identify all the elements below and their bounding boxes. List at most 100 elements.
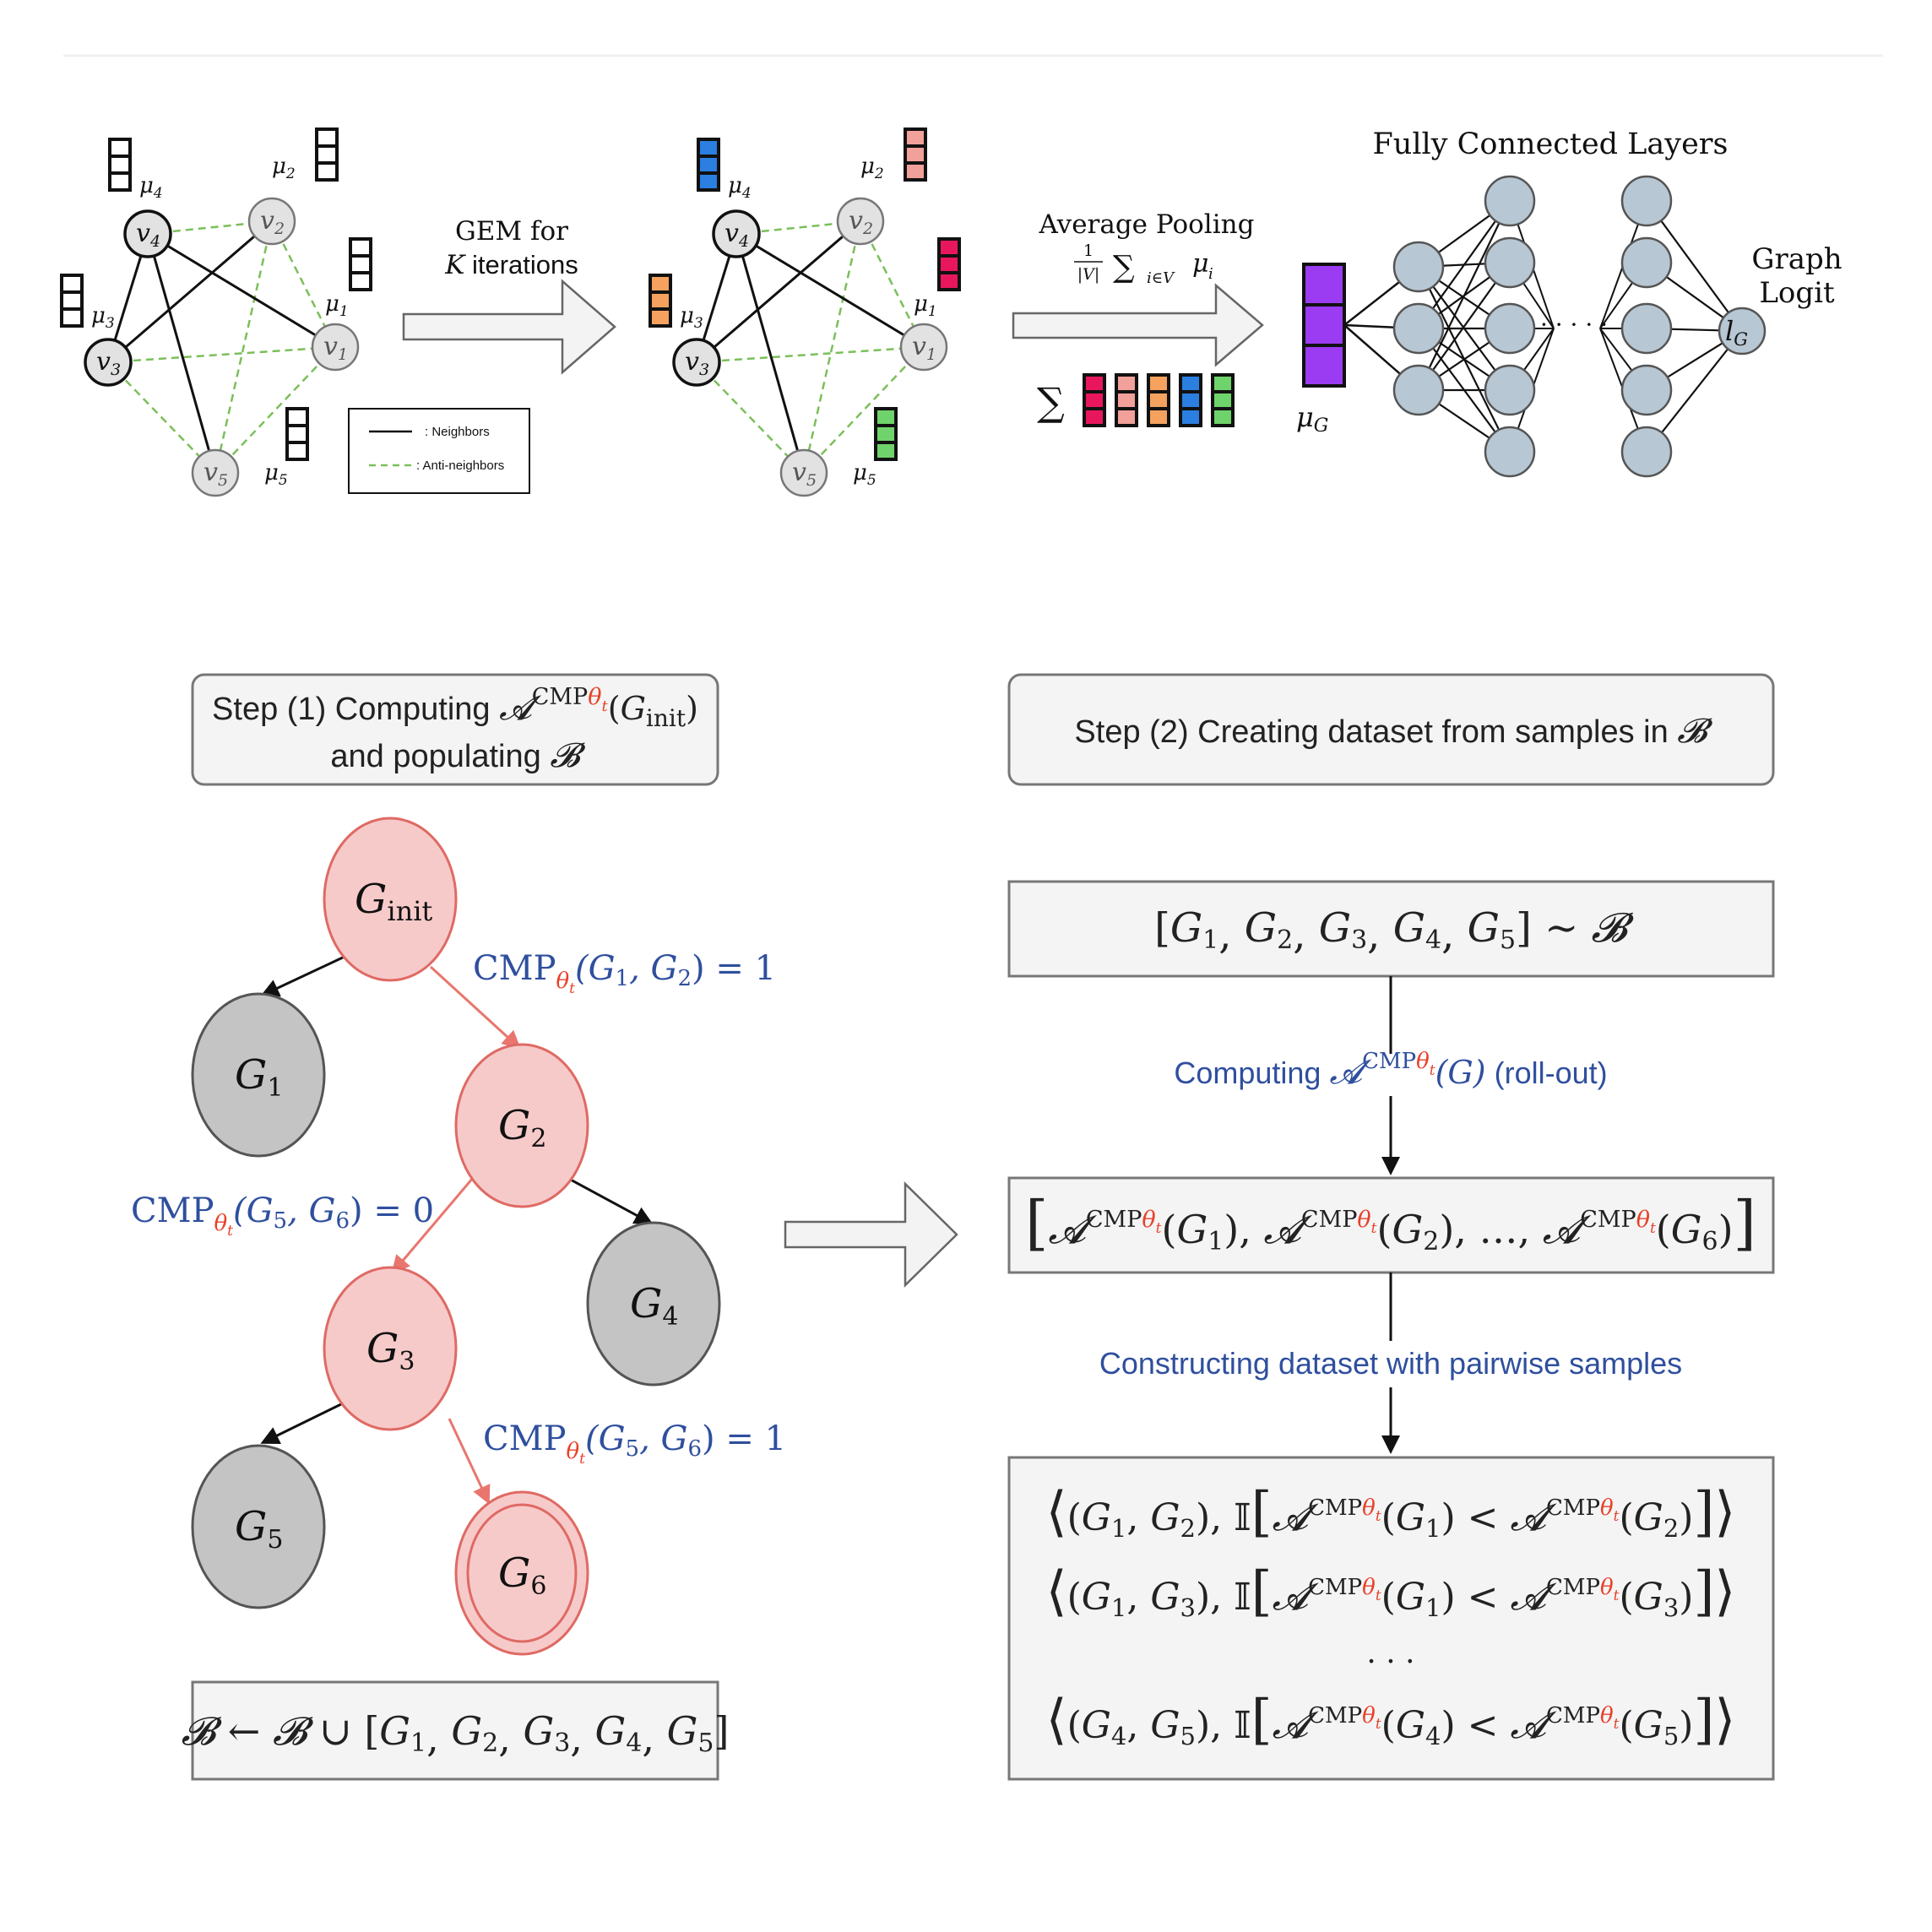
edge-label-cmp-g5-g6-one: CMPθt(G5, G6) = 1 [483, 1419, 786, 1468]
logit-label: lG [1725, 315, 1748, 350]
tree-node-g6-inner [466, 1503, 578, 1643]
embedding-mu4 [697, 138, 720, 192]
graph-logit-line2: Logit [1759, 276, 1835, 310]
neuron [1392, 302, 1445, 355]
pair-row-1: ⟨(G1, G2), 𝕀[𝓐CMPθt(G1) < 𝓐CMPθt(G2)]⟩ [1046, 1481, 1736, 1544]
svg-text:i∈V: i∈V [1147, 269, 1175, 287]
tree-edge [260, 954, 347, 997]
mu-label-5: μ5 [264, 460, 288, 489]
fc-edge [1646, 200, 1743, 332]
neighbor-edge [147, 232, 336, 349]
neuron [1392, 364, 1445, 416]
fully-connected-network: lG [1343, 175, 1766, 478]
pairwise-rows: ⟨(G1, G2), 𝕀[𝓐CMPθt(G1) < 𝓐CMPθt(G2)]⟩ ⟨(… [1046, 1481, 1736, 1751]
tree-edge-selected [391, 1177, 475, 1275]
mu-label-4: μ4 [728, 173, 752, 202]
node-label-v3: v3 [685, 347, 709, 379]
pair-row-last: ⟨(G4, G5), 𝕀[𝓐CMPθt(G4) < 𝓐CMPθt(G5)]⟩ [1046, 1689, 1736, 1751]
node-v4 [712, 209, 761, 258]
tree-node-g-init [323, 817, 458, 982]
tree-node-g4-label: G4 [630, 1280, 678, 1332]
node-v1 [311, 323, 360, 372]
edge-label-cmp-g1-g2: CMPθt(G1, G2) = 1 [473, 949, 776, 997]
tree-node-g2-label: G2 [498, 1102, 546, 1153]
anti-neighbor-edge [696, 345, 925, 364]
mu-label-3: μ3 [680, 303, 703, 332]
step2-text: Step (2) Creating dataset from samples i… [1074, 712, 1713, 751]
sum-bar [1211, 373, 1235, 427]
node-v2 [836, 197, 885, 246]
embedding-mu3 [60, 274, 84, 328]
tree-edge-selected [429, 965, 521, 1050]
neighbor-edge [107, 220, 273, 364]
node-v4 [123, 209, 172, 258]
tree-node-g5-label: G5 [235, 1503, 283, 1555]
neighbor-edge [735, 232, 925, 349]
pooling-arrow: Average Pooling 1 |V| ∑ i∈V μ i ∑ [1012, 209, 1264, 427]
node-label-v1: v1 [912, 332, 936, 364]
node-v2 [247, 197, 296, 246]
fc-edge [1418, 200, 1511, 329]
embedding-mu3 [649, 274, 672, 328]
tree-edge-selected [448, 1418, 491, 1505]
fc-title: Fully Connected Layers [1373, 128, 1728, 161]
edge-label-cmp-g5-g6-zero: CMPθt(G5, G6) = 0 [131, 1191, 434, 1240]
embedding-mu1 [349, 237, 372, 291]
embedding-mu1 [937, 237, 961, 291]
embedding-mu5 [874, 407, 898, 461]
mu-label-1: μ1 [325, 291, 349, 320]
node-label-v2: v2 [849, 206, 873, 238]
sum-bar [1115, 373, 1138, 427]
node-label-v5: v5 [204, 458, 228, 490]
gem-label-line1: GEM for [455, 216, 568, 247]
pair-row-ellipsis: · · · [1366, 1645, 1414, 1680]
sample-box: [G1, G2, G3, G4, G5] ∼ 𝓑 [1007, 880, 1775, 978]
mu-label-4: μ4 [139, 173, 163, 202]
sum-symbol: ∑ [1037, 379, 1065, 425]
fc-edge [1418, 262, 1511, 391]
anti-neighbor-edge [803, 346, 925, 474]
sum-bar [1083, 373, 1106, 427]
tree-node-g2 [454, 1043, 589, 1208]
step2-header: Step (2) Creating dataset from samples i… [1007, 673, 1775, 786]
svg-text:∑: ∑ [1113, 250, 1135, 285]
tree-edge [260, 1400, 347, 1444]
anti-neighbor-edge [107, 345, 336, 364]
node-v1 [899, 323, 948, 372]
tree-node-g6 [454, 1490, 589, 1656]
svg-text:1: 1 [1083, 242, 1094, 260]
buffer-update-formula: 𝓑 ← 𝓑 ∪ [G1, G2, G3, G4, G5] [182, 1708, 730, 1761]
step1-line2: and populating 𝓑 [330, 736, 586, 775]
neuron [1620, 302, 1673, 355]
gem-label-line2: K iterations [444, 250, 578, 280]
node-v3 [672, 338, 721, 387]
neuron [1484, 302, 1536, 355]
node-label-v1: v1 [323, 332, 348, 364]
pooling-title: Average Pooling [1039, 209, 1255, 240]
edge-legend: : Neighbors : Anti-neighbors [348, 408, 530, 494]
mu-label-2: μ2 [860, 154, 884, 182]
neighbor-edge [146, 233, 217, 474]
mu-label-1: μ1 [914, 291, 937, 320]
mu-g-label: μG [1296, 401, 1328, 437]
tree-node-g1 [191, 992, 326, 1158]
embedding-sum-bars [1083, 373, 1235, 427]
neuron [1392, 241, 1445, 293]
legend-anti-neighbors: : Anti-neighbors [416, 459, 504, 473]
mu-label-2: μ2 [272, 154, 296, 182]
anti-neighbor-edge [214, 346, 336, 474]
tree-node-g6-label: G6 [498, 1549, 546, 1601]
anti-neighbor-edge [696, 361, 805, 474]
node-label-v3: v3 [96, 347, 121, 379]
node-label-v4: v4 [724, 219, 749, 251]
pairwise-label: Constructing dataset with pairwise sampl… [1099, 1346, 1682, 1381]
svg-text:μ: μ [1192, 249, 1209, 279]
node-label-v2: v2 [260, 206, 285, 238]
tree-edge [567, 1176, 654, 1224]
step1-line1: Step (1) Computing 𝓐CMPθt(Ginit) [212, 684, 698, 732]
node-v5 [191, 448, 240, 497]
neighbor-edge [735, 233, 806, 474]
tree-node-g-init-label: Ginit [355, 876, 432, 927]
